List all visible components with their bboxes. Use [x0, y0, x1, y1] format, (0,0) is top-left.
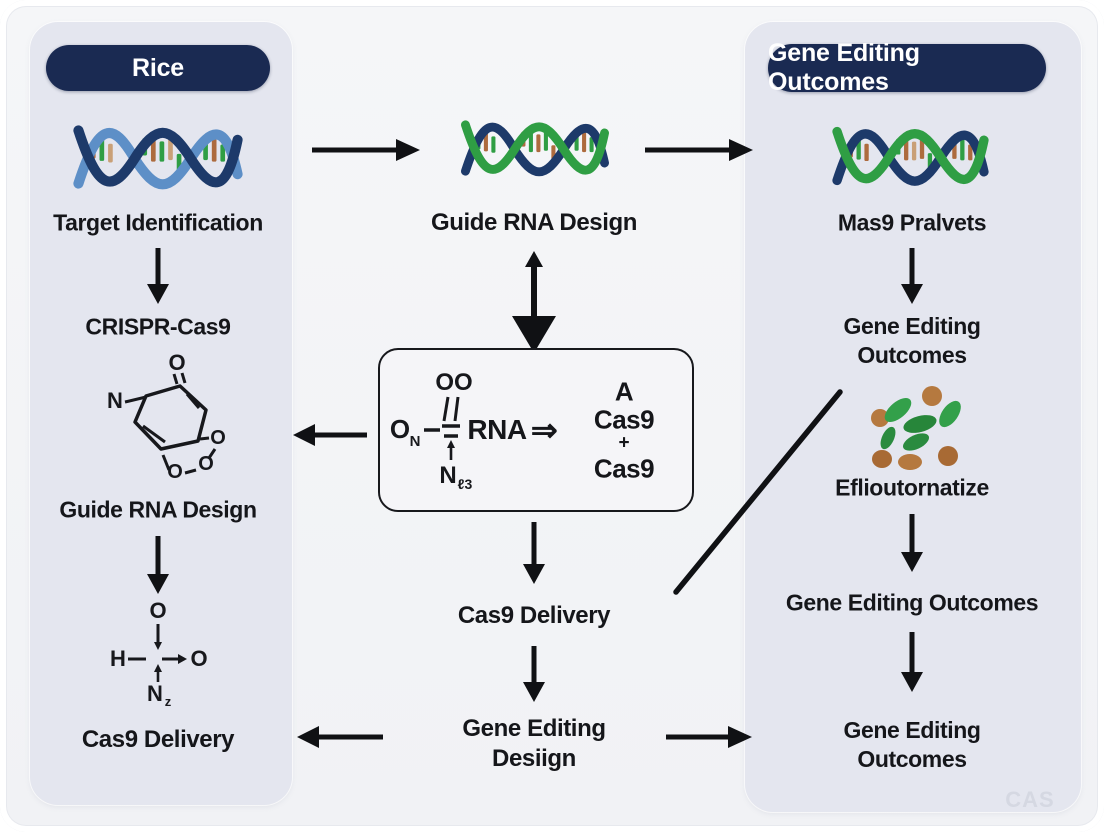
svg-text:N: N	[107, 388, 123, 413]
molecule-small-icon: O H O N z	[110, 602, 208, 707]
arrow-down-icon	[901, 514, 923, 572]
product-line-cas9: Cas9	[593, 453, 655, 484]
arrow-right-icon	[666, 726, 752, 748]
product-line-plus: +	[618, 432, 630, 454]
svg-text:N: N	[147, 681, 163, 706]
arrow-down-icon	[147, 248, 169, 304]
dna-helix-icon-middle	[461, 120, 609, 177]
arrow-down-icon	[523, 522, 545, 584]
diagonal-connector-line	[673, 389, 843, 595]
label-eflioutornatize: Eflioutornatize	[835, 474, 989, 501]
svg-text:O: O	[190, 646, 207, 671]
label-cas9-delivery-left: Cas9 Delivery	[81, 725, 235, 753]
svg-text:OO: OO	[435, 369, 472, 396]
svg-text:z: z	[165, 694, 172, 707]
svg-text:O: O	[168, 352, 185, 375]
svg-text:O: O	[167, 461, 183, 483]
arrow-down-icon	[901, 632, 923, 692]
svg-text:O: O	[149, 602, 166, 623]
arrow-right-icon	[645, 139, 753, 161]
dna-helix-icon-right	[832, 126, 989, 186]
arrow-down-icon	[523, 646, 545, 702]
label-target-identification: Target Identification	[53, 209, 263, 236]
gene-editing-outcomes-header-pill: Gene Editing Outcomes	[768, 39, 1046, 96]
arrow-left-icon	[297, 726, 383, 748]
svg-text:O: O	[390, 414, 410, 444]
label-mas9-pralvets: Mas9 Pralvets	[837, 209, 987, 236]
implies-arrow: ⇒	[530, 412, 558, 448]
svg-text:ℓ3: ℓ3	[458, 476, 473, 492]
label-gene-editing-outcomes-1: Gene Editing Outcomes	[843, 313, 981, 368]
rna-formula-structure: OO O N N ℓ3	[390, 369, 473, 492]
product-line-a: A	[614, 376, 634, 407]
arrow-left-icon	[293, 424, 367, 446]
label-cas9-delivery-middle: Cas9 Delivery	[457, 601, 611, 629]
arrow-right-icon	[312, 139, 420, 161]
plant-seeds-icon	[871, 386, 961, 470]
label-gene-editing-outcomes-3: Gene Editing Outcomes	[843, 717, 981, 772]
label-gene-editing-design: Gene Editing Desiign	[462, 714, 606, 772]
rna-cas9-formula-box: OO O N N ℓ3 RNA ⇒ A Cas9 + Cas9	[378, 348, 694, 512]
svg-text:H: H	[110, 646, 126, 671]
label-crispr-cas9: CRISPR-Cas9	[85, 313, 231, 340]
rna-label: RNA	[467, 414, 527, 445]
arrow-down-icon	[147, 536, 169, 594]
arrow-up-down-icon	[512, 251, 556, 353]
label-gene-editing-outcomes-2: Gene Editing Outcomes	[785, 589, 1039, 616]
svg-text:N: N	[410, 433, 421, 450]
svg-text:O: O	[210, 427, 226, 449]
molecule-structure-icon: O N O O O	[107, 352, 226, 483]
cas9-product-stack: A Cas9 + Cas9	[593, 376, 655, 484]
watermark: CAS	[1005, 787, 1055, 812]
rice-header-pill: Rice	[46, 45, 270, 91]
label-guide-rna-design-middle: Guide RNA Design	[430, 208, 638, 236]
dna-helix-icon-left	[73, 125, 243, 190]
label-guide-rna-design-left: Guide RNA Design	[59, 496, 257, 523]
product-line-cas9: Cas9	[593, 404, 655, 435]
svg-text:N: N	[439, 462, 456, 489]
arrow-down-icon	[901, 248, 923, 304]
